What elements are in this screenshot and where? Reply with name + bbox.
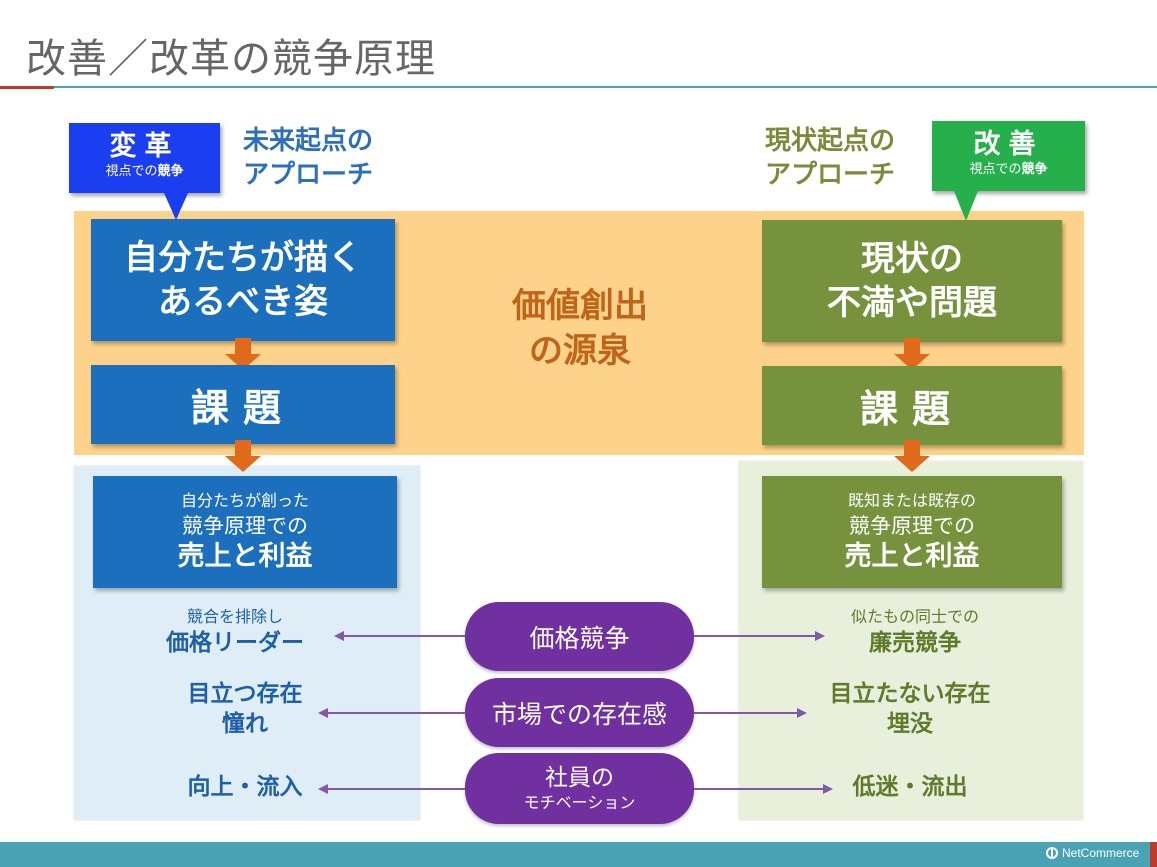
flow-arrow-icon [225,440,261,472]
arrow-right-icon [797,708,807,718]
company-logo: NetCommerce [1046,846,1139,860]
flow-arrow-icon [225,338,261,370]
connector-line [694,788,824,790]
logo-text: NetCommerce [1062,846,1140,860]
ideal-state-box: 自分たちが描くあるべき姿 [91,219,395,341]
innovation-tag-subtitle: 視点での競争 [105,164,184,179]
arrow-right-icon [815,631,825,641]
market-presence-pill: 市場での存在感 [465,678,694,747]
buried-presence-text: 目立たない存在埋没 [829,681,991,737]
price-competition-pill: 価格競争 [465,602,694,671]
innovation-tag: 変革 視点での競争 [69,123,220,193]
title-divider [0,86,1157,88]
arrow-right-icon [823,784,833,794]
current-problems-box: 現状の不満や問題 [762,220,1062,342]
title-divider-accent [0,86,54,89]
improvement-tag: 改善 視点での競争 [932,121,1085,191]
flow-arrow-icon [894,440,930,472]
rise-inflow-text: 向上・流入 [187,774,303,800]
innovation-tag-title: 変革 [109,131,180,162]
footer-accent [1150,842,1157,867]
discount-war-text: 似たもの同士での廉売競争 [850,607,979,656]
improvement-tag-pointer [954,191,978,221]
connector-line [327,712,465,714]
decline-outflow-text: 低迷・流出 [852,774,968,800]
page-title: 改善／改革の競争原理 [26,36,436,82]
connector-line [694,712,798,714]
arrow-left-icon [334,631,344,641]
logo-mark-icon [1046,847,1058,859]
connector-line [694,635,816,637]
current-approach-label: 現状起点のアプローチ [765,126,896,190]
connector-line [327,788,465,790]
future-approach-label: 未来起点のアプローチ [243,126,374,190]
employee-motivation-pill: 社員の モチベーション [465,753,694,824]
footer-bar [0,842,1157,867]
price-leader-text: 競合を排除し価格リーダー [166,607,304,656]
innovation-result-box: 自分たちが創った 競争原理での 売上と利益 [93,476,397,588]
innovation-task-box: 課題 [91,365,395,444]
standout-presence-text: 目立つ存在憧れ [187,681,303,737]
connector-line [343,635,465,637]
value-source-label: 価値創出の源泉 [512,286,648,371]
improvement-tag-title: 改善 [973,129,1044,160]
improvement-task-box: 課題 [762,366,1062,445]
innovation-tag-pointer [164,193,188,220]
improvement-tag-subtitle: 視点での競争 [969,162,1048,177]
arrow-left-icon [318,784,328,794]
improvement-result-box: 既知または既存の 競争原理での 売上と利益 [762,476,1062,588]
flow-arrow-icon [894,338,930,370]
arrow-left-icon [318,708,328,718]
